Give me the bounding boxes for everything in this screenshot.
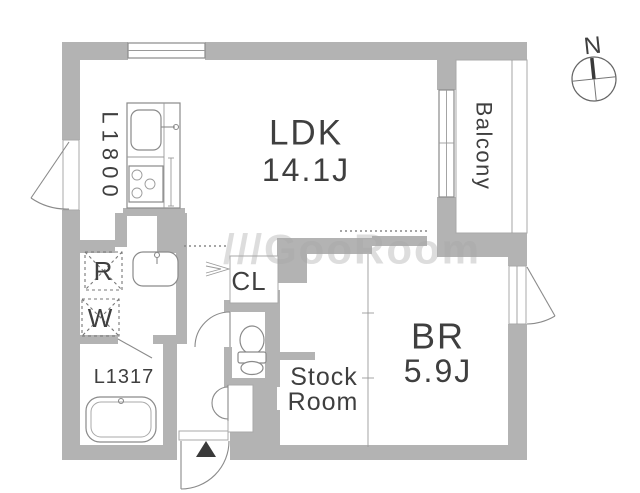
wall-segment bbox=[62, 60, 80, 140]
stockroom-name-line2: Room bbox=[288, 388, 359, 416]
wall-segment bbox=[307, 238, 372, 254]
wall-segment bbox=[224, 300, 232, 312]
wall-segment bbox=[80, 335, 118, 344]
wall-segment bbox=[280, 352, 315, 360]
stove-burner bbox=[131, 169, 143, 181]
refrigerator-space: R bbox=[84, 251, 123, 291]
wall-segment bbox=[437, 197, 456, 233]
bathtub-faucet bbox=[117, 397, 125, 405]
stove-burner bbox=[131, 187, 143, 199]
entrance-marker-triangle bbox=[196, 441, 216, 457]
bathtub-inner bbox=[90, 401, 152, 438]
wall-segment bbox=[228, 303, 278, 312]
compass: N bbox=[571, 32, 617, 102]
closet-bifold-door-inner bbox=[205, 265, 222, 274]
wall-segment bbox=[123, 208, 185, 216]
balcony-area bbox=[455, 59, 528, 234]
doors bbox=[30, 139, 556, 490]
wall-segment bbox=[205, 42, 527, 60]
compass-north-needle bbox=[590, 57, 596, 80]
washbasin bbox=[132, 251, 179, 287]
windows bbox=[127, 42, 455, 198]
wall-segment bbox=[153, 335, 187, 344]
entrance-door-swing-arc bbox=[180, 440, 230, 490]
washing-machine-space: W bbox=[81, 298, 120, 337]
balcony-label: Balcony bbox=[472, 102, 497, 191]
refrigerator-box-diagonal bbox=[84, 251, 123, 291]
wall-segment bbox=[372, 236, 427, 246]
room-labels: LDK 14.1J BR 5.9J Stock Room bbox=[262, 114, 472, 417]
west-door-leaf bbox=[30, 141, 70, 199]
wall-segment bbox=[265, 290, 280, 387]
wall-segment bbox=[437, 233, 527, 257]
washing-machine-box-diagonal bbox=[81, 298, 120, 337]
watermark: ///GooRoom bbox=[223, 226, 481, 273]
toilet bbox=[237, 325, 267, 376]
bathroom-door-leaf bbox=[117, 338, 153, 359]
ldk-name: LDK bbox=[269, 114, 343, 153]
wall-segment bbox=[115, 213, 127, 247]
wall-segment bbox=[224, 347, 232, 387]
wall-segment bbox=[62, 210, 80, 460]
wall-segment bbox=[437, 60, 456, 90]
refrigerator-label: R bbox=[94, 256, 113, 286]
stockroom-name-line1: Stock bbox=[290, 363, 358, 391]
wall-segment bbox=[508, 324, 527, 460]
shoe-cabinet bbox=[227, 384, 254, 433]
closet-label: CL bbox=[231, 266, 266, 296]
shoe-cabinet-door-arc-top bbox=[211, 386, 229, 404]
bedroom-door-frame bbox=[508, 265, 527, 325]
wall-segment bbox=[62, 42, 128, 60]
closet: CL bbox=[229, 255, 279, 304]
bathtub-label: L1317 bbox=[94, 366, 155, 388]
entrance-sill bbox=[178, 430, 229, 441]
wall-segment bbox=[253, 380, 277, 432]
closet-area bbox=[229, 255, 279, 304]
wall-segment bbox=[80, 240, 115, 253]
kitchen-faucet-knob bbox=[172, 123, 180, 131]
washing-machine-box bbox=[81, 298, 120, 337]
wall-segment bbox=[224, 378, 272, 387]
bedroom-door-leaf bbox=[526, 266, 556, 317]
ldk-size: 14.1J bbox=[262, 152, 350, 188]
toilet-door-swing-arc bbox=[194, 311, 231, 348]
kitchen: L1800 bbox=[98, 102, 181, 209]
closet-bifold-door bbox=[205, 261, 231, 277]
bedroom-door-swing-arc bbox=[526, 315, 556, 325]
kitchen-stove bbox=[128, 165, 164, 203]
kitchen-sink bbox=[130, 109, 162, 151]
bedroom-name: BR bbox=[411, 316, 465, 357]
wall-segment bbox=[163, 344, 177, 445]
washing-machine-label: W bbox=[88, 303, 113, 333]
wall-segment bbox=[62, 445, 177, 460]
west-door-frame bbox=[62, 139, 80, 211]
refrigerator-box bbox=[84, 251, 123, 291]
walls bbox=[62, 42, 527, 460]
bedroom-size: 5.9J bbox=[404, 353, 472, 389]
wall-segment bbox=[277, 238, 307, 283]
compass-north-label: N bbox=[583, 32, 603, 61]
shoe-cabinet-door-arc-bottom bbox=[211, 402, 229, 420]
partition-lines bbox=[184, 230, 427, 447]
west-door-swing-arc bbox=[30, 197, 70, 210]
wall-segment bbox=[277, 445, 527, 460]
kitchen-counter-label: L1800 bbox=[98, 111, 123, 202]
wall-segment bbox=[176, 240, 187, 340]
stove-burner bbox=[144, 178, 156, 190]
washroom: R W bbox=[81, 251, 179, 337]
toilet-base bbox=[240, 360, 264, 376]
bathroom: L1317 bbox=[85, 366, 157, 443]
toilet-bowl bbox=[239, 325, 265, 355]
balcony: Balcony bbox=[455, 59, 528, 234]
